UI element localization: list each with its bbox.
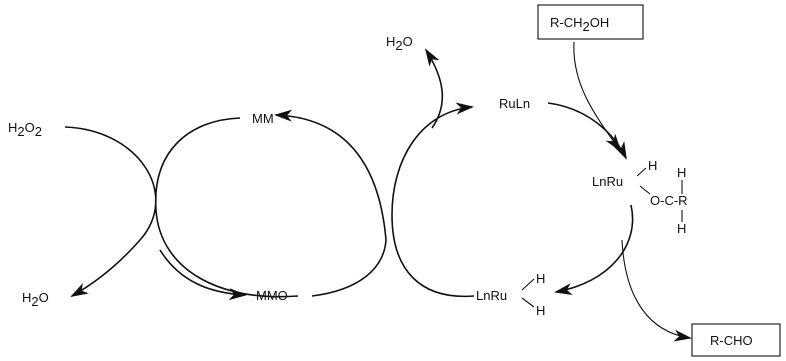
svg-text:LnRu: LnRu xyxy=(592,174,623,189)
alkoxide-to-hydride-arrow xyxy=(554,204,634,295)
substrate-entry-arrow xyxy=(573,41,622,152)
svg-text:R-CHO: R-CHO xyxy=(710,333,753,348)
middle-arc-right xyxy=(391,102,475,298)
label-ruthenium-alkoxide: LnRu H O-C-R H H xyxy=(592,158,688,236)
ruln-to-alkoxide-arrow xyxy=(547,102,627,160)
label-ruthenium-dihydride: LnRu H H xyxy=(476,271,545,318)
svg-text:LnRu: LnRu xyxy=(476,288,507,303)
label-h2o-top: H2O xyxy=(386,34,413,53)
svg-text:O-C-R: O-C-R xyxy=(650,193,688,208)
svg-text:H: H xyxy=(536,303,545,318)
label-h2o-left: H2O xyxy=(22,290,49,309)
left-arc-left xyxy=(64,126,157,297)
svg-text:H2O2: H2O2 xyxy=(8,120,42,139)
middle-arc-left xyxy=(274,109,387,241)
svg-text:H: H xyxy=(677,165,686,180)
label-h2o2: H2O2 xyxy=(8,120,42,139)
label-ruln: RuLn xyxy=(499,96,530,111)
product-exit-arrow xyxy=(621,239,692,342)
substrate-box: R-CH2OH xyxy=(537,4,644,40)
middle-arc-left-lower xyxy=(311,239,387,297)
svg-text:R-CH2OH: R-CH2OH xyxy=(550,15,609,34)
label-mmo: MMO xyxy=(256,288,288,303)
left-arc-to-mmo xyxy=(159,249,247,301)
svg-text:H: H xyxy=(648,158,657,173)
svg-text:H: H xyxy=(677,221,686,236)
svg-text:H2O: H2O xyxy=(22,290,49,309)
svg-text:H2O: H2O xyxy=(386,34,413,53)
h2o-release-arrow xyxy=(424,48,444,129)
label-mm: MM xyxy=(252,111,274,126)
product-box: R-CHO xyxy=(691,323,781,357)
svg-text:H: H xyxy=(536,271,545,286)
